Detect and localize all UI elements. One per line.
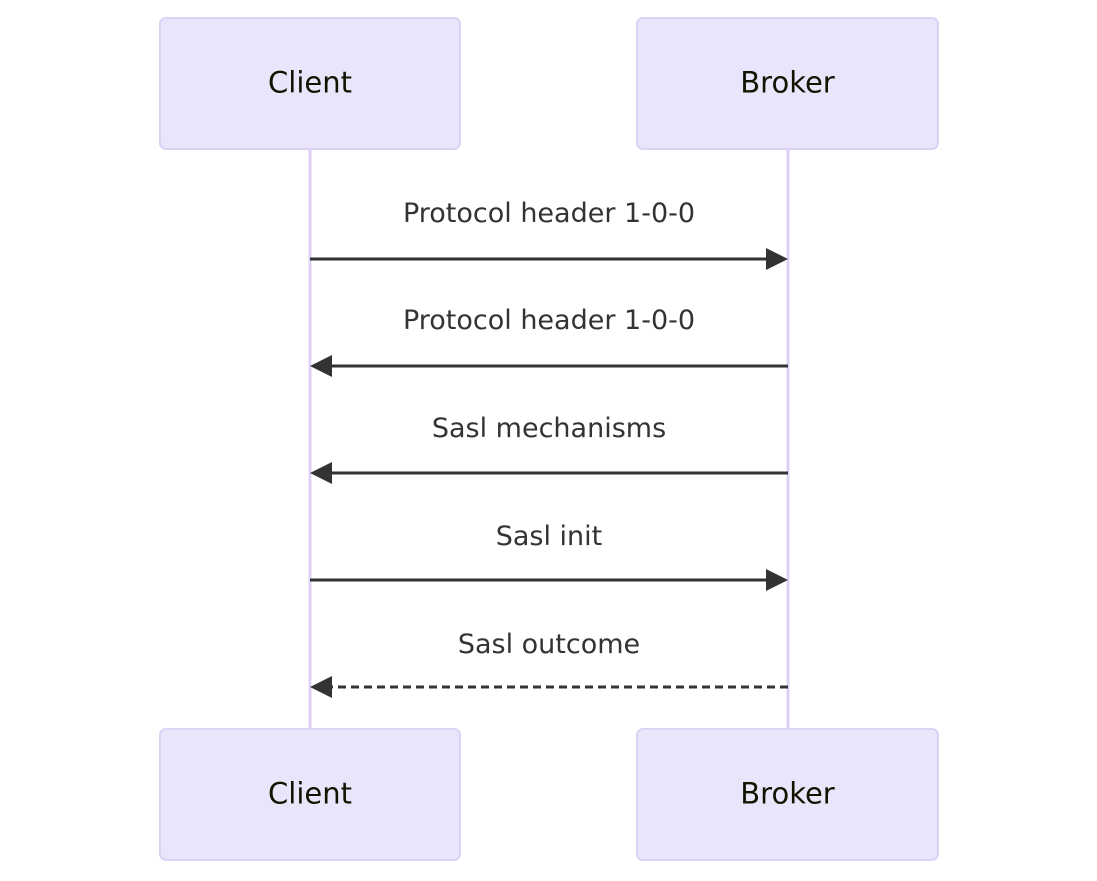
message-arrowhead-4 (766, 569, 788, 591)
message-5[interactable]: Sasl outcome (310, 629, 788, 698)
actor-box-rect-client-top (159, 17, 461, 150)
actor-label-client-bottom: Client (268, 777, 352, 811)
message-label-1: Protocol header 1-0-0 (403, 198, 695, 229)
actor-box-rect-broker-top (636, 17, 939, 150)
actor-box-client-bottom[interactable]: Client (159, 728, 461, 861)
message-label-5: Sasl outcome (458, 629, 640, 660)
actor-box-broker-top[interactable]: Broker (636, 17, 939, 150)
actor-label-broker-bottom: Broker (740, 777, 835, 811)
message-3[interactable]: Sasl mechanisms (310, 413, 788, 484)
message-1[interactable]: Protocol header 1-0-0 (310, 198, 788, 270)
message-arrowhead-1 (766, 248, 788, 270)
actor-box-client-top[interactable]: Client (159, 17, 461, 150)
actor-box-broker-bottom[interactable]: Broker (636, 728, 939, 861)
message-label-3: Sasl mechanisms (432, 413, 666, 444)
message-2[interactable]: Protocol header 1-0-0 (310, 305, 788, 377)
lifelines-layer (308, 149, 790, 729)
message-arrowhead-2 (310, 355, 332, 377)
actor-box-rect-broker-bottom (636, 728, 939, 861)
message-arrowhead-5 (310, 676, 332, 698)
message-arrowhead-3 (310, 462, 332, 484)
message-label-2: Protocol header 1-0-0 (403, 305, 695, 336)
actor-label-broker-top: Broker (740, 66, 835, 100)
actor-box-rect-client-bottom (159, 728, 461, 861)
actor-label-client-top: Client (268, 66, 352, 100)
message-4[interactable]: Sasl init (310, 521, 788, 591)
message-label-4: Sasl init (496, 521, 603, 552)
